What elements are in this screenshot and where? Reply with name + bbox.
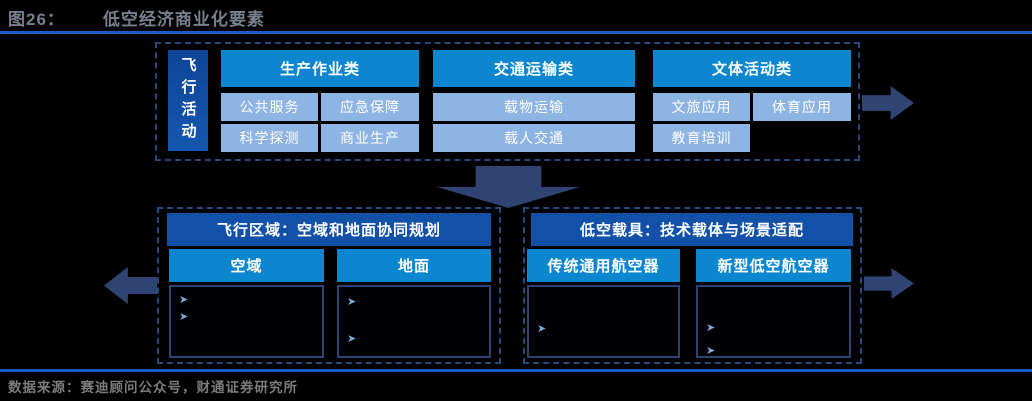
bullet-arrow-icon: ➤: [537, 323, 547, 335]
new-aircraft-content-box: ➤ ➤: [696, 285, 851, 358]
figure-title-text: 低空经济商业化要素: [102, 10, 265, 29]
figure-title: 图26： 低空经济商业化要素: [8, 5, 265, 30]
aircraft-col-new: 新型低空航空器: [696, 249, 851, 282]
category-header-transport: 交通运输类: [433, 50, 635, 87]
figure-number: 图26：: [8, 10, 65, 29]
title-divider: [0, 31, 1032, 34]
bullet-arrow-icon: ➤: [347, 333, 357, 345]
cell-public-service: 公共服务: [221, 93, 318, 121]
flight-area-col-airspace: 空域: [169, 249, 324, 282]
bullet-arrow-icon: ➤: [347, 296, 357, 308]
bottom-left-arrow-icon: [104, 267, 157, 304]
top-right-arrow-icon: [862, 86, 914, 120]
bullet-arrow-icon: ➤: [706, 345, 716, 357]
cell-tourism: 文旅应用: [653, 93, 750, 121]
traditional-aircraft-content-box: ➤: [527, 285, 680, 358]
cell-sports: 体育应用: [753, 93, 851, 121]
flight-area-col-ground: 地面: [337, 249, 491, 282]
ground-content-box: ➤ ➤: [337, 285, 491, 358]
airspace-content-box: ➤ ➤: [169, 285, 324, 358]
aircraft-header: 低空载具：技术载体与场景适配: [531, 213, 853, 246]
cell-cargo: 载物运输: [433, 93, 635, 121]
aircraft-col-traditional: 传统通用航空器: [527, 249, 680, 282]
down-arrow-icon: [437, 166, 580, 208]
cell-education: 教育培训: [653, 124, 750, 152]
flight-area-header: 飞行区域：空域和地面协同规划: [167, 213, 491, 246]
cell-science: 科学探测: [221, 124, 318, 152]
flight-activities-side-label: 飞行活动: [168, 50, 208, 151]
data-source-text: 数据来源：赛迪顾问公众号，财通证券研究所: [8, 380, 298, 395]
footer-divider: [0, 369, 1032, 372]
category-header-culture-sports: 文体活动类: [653, 50, 851, 87]
bullet-arrow-icon: ➤: [706, 322, 716, 334]
cell-passenger: 载人交通: [433, 124, 635, 152]
bullet-arrow-icon: ➤: [179, 294, 189, 306]
cell-emergency: 应急保障: [321, 93, 419, 121]
bullet-arrow-icon: ➤: [179, 311, 189, 323]
cell-commercial: 商业生产: [321, 124, 419, 152]
category-header-production: 生产作业类: [221, 50, 419, 87]
bottom-right-arrow-icon: [864, 268, 914, 299]
